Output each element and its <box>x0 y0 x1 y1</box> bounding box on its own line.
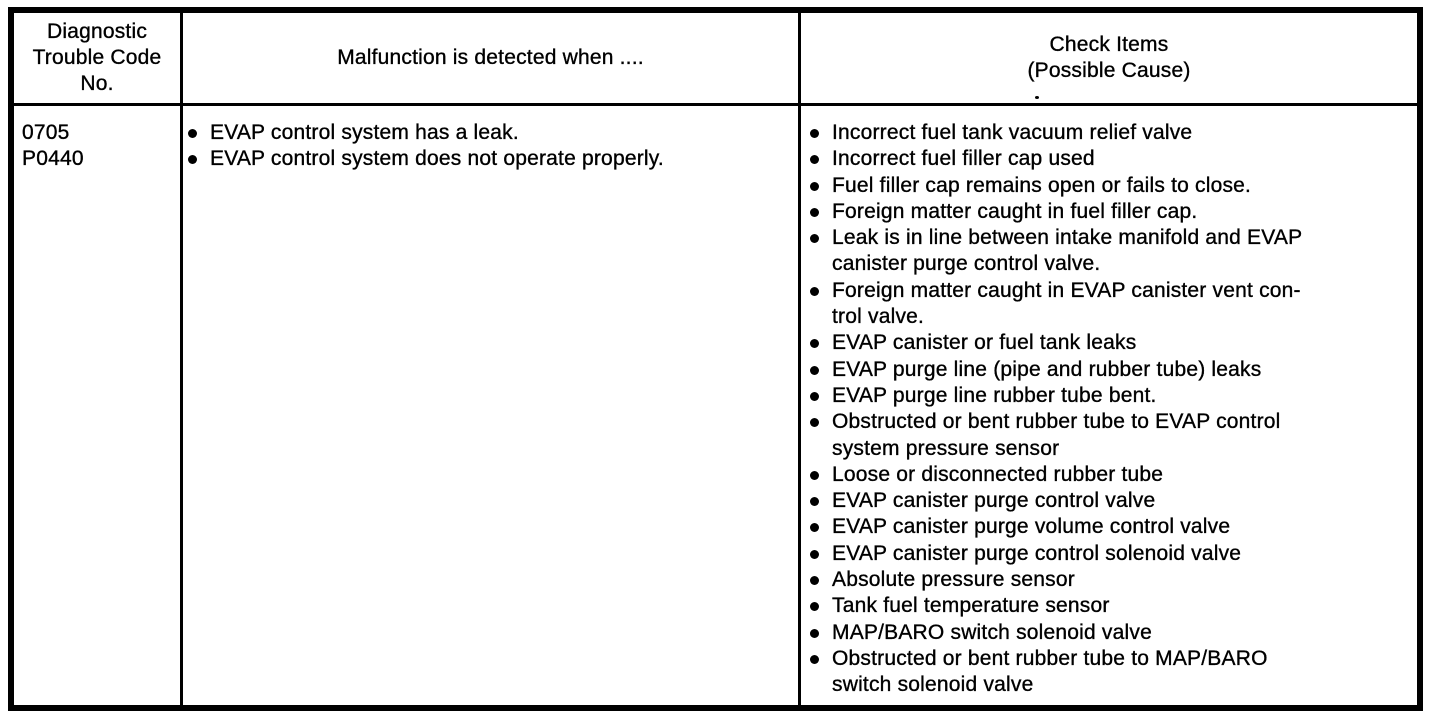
check-item-text: Foreign matter caught in EVAP canister v… <box>832 278 1301 329</box>
check-item-text: Fuel filler cap remains open or fails to… <box>832 173 1252 197</box>
malfunction-item: EVAP control system has a leak. <box>188 120 792 146</box>
check-item: EVAP canister purge volume control valve <box>810 514 1409 540</box>
malfunction-item-text: EVAP control system has a leak. <box>210 121 519 144</box>
bullet-icon <box>810 391 819 401</box>
bullet-icon <box>810 576 819 586</box>
check-item-text: Obstructed or bent rubber tube to EVAP c… <box>832 410 1281 460</box>
header-dtc-code-no: Diagnostic Trouble Code No. <box>14 13 183 106</box>
check-item: Obstructed or bent rubber tube to MAP/BA… <box>810 646 1409 699</box>
check-item: MAP/BARO switch solenoid valve <box>810 620 1409 646</box>
check-item-text: Incorrect fuel filler cap used <box>832 147 1095 171</box>
bullet-icon <box>188 155 197 165</box>
dtc-table: Diagnostic Trouble Code No. Malfunction … <box>8 7 1423 711</box>
check-item: Foreign matter caught in fuel filler cap… <box>810 199 1409 225</box>
check-item: Absolute pressure sensor <box>810 567 1409 593</box>
bullet-icon <box>810 365 819 375</box>
check-item-text: Incorrect fuel tank vacuum relief valve <box>832 121 1193 144</box>
bullet-icon <box>810 628 819 638</box>
cell-check-items: Incorrect fuel tank vacuum relief valve … <box>801 106 1417 705</box>
check-item: Incorrect fuel filler cap used <box>810 146 1409 172</box>
bullet-icon <box>810 129 819 138</box>
check-item: Fuel filler cap remains open or fails to… <box>810 173 1409 199</box>
bullet-icon <box>810 654 819 664</box>
check-item: Incorrect fuel tank vacuum relief valve <box>810 120 1409 146</box>
bullet-icon <box>810 497 819 507</box>
header-check-items: Check Items (Possible Cause) <box>801 13 1417 106</box>
check-item: Tank fuel temperature sensor <box>810 593 1409 619</box>
malfunction-item: EVAP control system does not operate pro… <box>188 146 792 172</box>
bullet-icon <box>810 181 819 191</box>
bullet-icon <box>810 286 819 296</box>
check-item-text: MAP/BARO switch solenoid valve <box>832 620 1152 644</box>
check-item: EVAP purge line (pipe and rubber tube) l… <box>810 357 1409 383</box>
check-item: EVAP canister or fuel tank leaks <box>810 330 1409 356</box>
check-item-text: Loose or disconnected rubber tube <box>832 462 1164 486</box>
bullet-icon <box>810 418 819 428</box>
check-item-text: EVAP canister purge volume control valve <box>832 515 1231 539</box>
check-item: EVAP purge line rubber tube bent. <box>810 383 1409 409</box>
bullet-icon <box>810 339 819 349</box>
check-items-list: Incorrect fuel tank vacuum relief valve … <box>801 120 1417 699</box>
check-item-text: EVAP purge line (pipe and rubber tube) l… <box>832 357 1262 381</box>
check-item: Obstructed or bent rubber tube to EVAP c… <box>810 409 1409 462</box>
check-item-text: EVAP purge line rubber tube bent. <box>832 383 1157 407</box>
malfunction-item-text: EVAP control system does not operate pro… <box>210 147 664 171</box>
check-item-text: Obstructed or bent rubber tube to MAP/BA… <box>832 646 1268 697</box>
bullet-icon <box>810 234 819 244</box>
bullet-icon <box>810 155 819 165</box>
check-item-text: Leak is in line between intake manifold … <box>832 226 1303 276</box>
check-item: EVAP canister purge control solenoid val… <box>810 541 1409 567</box>
check-item-text: Absolute pressure sensor <box>832 568 1075 592</box>
bullet-icon <box>810 207 819 217</box>
cell-malfunctions: EVAP control system has a leak. EVAP con… <box>183 106 801 705</box>
dtc-code: P0440 <box>22 147 84 171</box>
bullet-icon <box>810 523 819 533</box>
bullet-icon <box>188 129 197 138</box>
dtc-code: 0705 <box>22 121 70 144</box>
check-item: Leak is in line between intake manifold … <box>810 225 1409 278</box>
check-item: Loose or disconnected rubber tube <box>810 462 1409 488</box>
malfunction-list: EVAP control system has a leak. EVAP con… <box>183 120 798 173</box>
check-item-text: EVAP canister purge control valve <box>832 489 1156 513</box>
check-item-text: Tank fuel temperature sensor <box>832 594 1110 618</box>
scan-speck-icon <box>1035 96 1039 99</box>
check-item: EVAP canister purge control valve <box>810 488 1409 514</box>
check-item: Foreign matter caught in EVAP canister v… <box>810 278 1409 331</box>
cell-dtc-codes: 0705 P0440 <box>14 106 183 705</box>
header-check-items-label: Check Items (Possible Cause) <box>1027 32 1191 83</box>
bullet-icon <box>810 470 819 480</box>
check-item-text: EVAP canister purge control solenoid val… <box>832 541 1242 565</box>
bullet-icon <box>810 602 819 612</box>
check-item-text: Foreign matter caught in fuel filler cap… <box>832 199 1198 223</box>
check-item-text: EVAP canister or fuel tank leaks <box>832 331 1137 355</box>
bullet-icon <box>810 549 819 559</box>
header-malfunction-detected: Malfunction is detected when .... <box>183 13 801 106</box>
